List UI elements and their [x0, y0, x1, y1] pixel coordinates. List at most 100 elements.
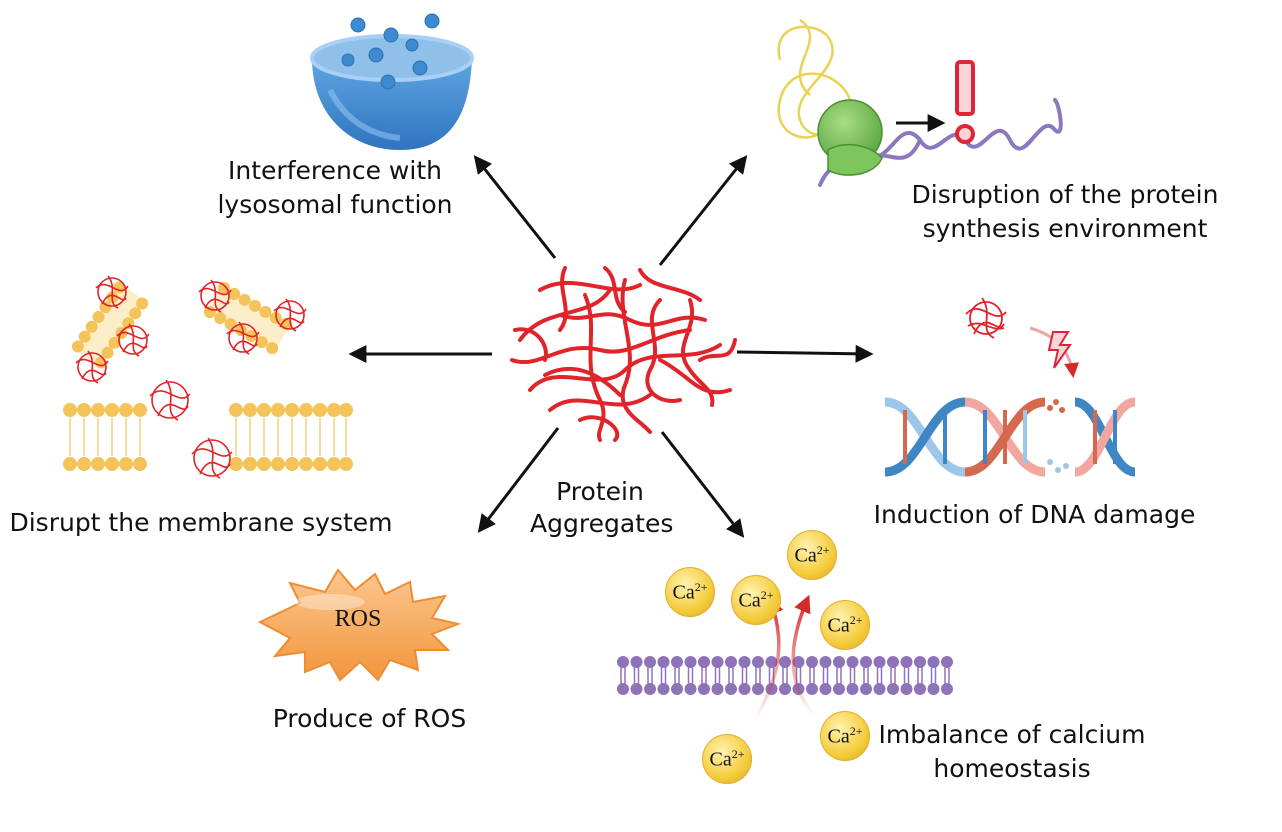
lipid-head	[617, 683, 629, 695]
lipid-head	[833, 656, 845, 668]
mini-aggregate	[191, 437, 233, 479]
mini-aggregate	[116, 323, 150, 357]
lipid-head	[819, 656, 832, 668]
lipid-head	[819, 683, 832, 695]
lipid-head	[846, 656, 859, 668]
lysosome-icon	[310, 13, 474, 150]
membrane-disruption-icon	[63, 275, 353, 479]
arrow-to-ros	[477, 427, 560, 533]
calcium-ion-label: Ca2+	[827, 723, 863, 748]
lipid-head	[900, 656, 913, 668]
lysosome-label: Interference with lysosomal function	[200, 154, 470, 222]
lipid-head	[738, 683, 751, 695]
lipid-head	[752, 656, 764, 668]
lipid-head	[927, 656, 940, 668]
dna-label: Induction of DNA damage	[862, 498, 1207, 532]
dna-damage-icon	[884, 297, 1137, 477]
lipid-head	[617, 656, 629, 668]
lipid-head	[806, 656, 818, 668]
lipid-head	[684, 656, 697, 668]
mini-aggregate	[75, 350, 109, 384]
lipid-head	[711, 656, 724, 668]
center-label: Protein Aggregates	[530, 476, 673, 540]
lipid-head	[657, 656, 670, 668]
lipid-head	[725, 656, 737, 668]
mini-aggregate	[198, 279, 232, 313]
membrane-label-line1: Disrupt the membrane system	[9, 508, 393, 537]
lipid-head	[846, 683, 859, 695]
lipid-head	[833, 683, 845, 695]
lipid-head	[738, 656, 751, 668]
calcium-ion-charge: 2+	[816, 542, 830, 557]
calcium-ion-icon: Ca2+	[820, 600, 870, 650]
lipid-head	[752, 683, 764, 695]
lysosome-label-line1: Interference with	[228, 156, 442, 185]
arrow-to-lysosome	[473, 155, 557, 259]
lipid-head	[914, 656, 926, 668]
lysosome-label-line2: lysosomal function	[217, 190, 453, 219]
lipid-head	[941, 683, 953, 695]
calcium-ion-charge: 2+	[731, 746, 745, 761]
ros-label: Produce of ROS	[262, 702, 477, 736]
mini-aggregate	[149, 379, 191, 421]
calcium-ion-label: Ca2+	[709, 746, 745, 771]
lipid-head	[630, 656, 643, 668]
lipid-head	[779, 656, 791, 668]
calcium-ion-label: Ca2+	[672, 579, 708, 604]
calcium-ion-icon: Ca2+	[820, 711, 870, 761]
arrow-to-calcium	[660, 431, 745, 538]
lipid-head	[873, 683, 886, 695]
calcium-ion-charge: 2+	[760, 587, 774, 602]
arrow-to-dna	[736, 344, 874, 363]
lipid-head	[684, 683, 697, 695]
lipid-head	[644, 683, 656, 695]
protein-aggregate-icon	[510, 266, 737, 442]
calcium-ion-icon: Ca2+	[665, 567, 715, 617]
mini-aggregate	[226, 321, 260, 355]
ros-badge-text: ROS	[334, 606, 382, 632]
dna-label-line1: Induction of DNA damage	[873, 500, 1196, 529]
calcium-ion-icon: Ca2+	[787, 530, 837, 580]
calcium-label: Imbalance of calcium homeostasis	[876, 718, 1148, 786]
membrane-label: Disrupt the membrane system	[6, 506, 396, 540]
lipid-head	[630, 683, 643, 695]
calcium-ion-charge: 2+	[694, 579, 708, 594]
lipid-head	[711, 683, 724, 695]
lipid-head	[860, 656, 872, 668]
ribosome-icon	[777, 18, 1063, 187]
calcium-ion-label: Ca2+	[738, 587, 774, 612]
lipid-head	[927, 683, 940, 695]
calcium-label-line1: Imbalance of calcium	[878, 720, 1146, 749]
calcium-ion-label: Ca2+	[827, 612, 863, 637]
mini-aggregate	[95, 275, 129, 309]
arrow-to-protein-synthesis	[658, 155, 748, 266]
calcium-ion-charge: 2+	[849, 723, 863, 738]
lipid-head	[671, 683, 683, 695]
lipid-head	[806, 683, 818, 695]
lipid-head	[792, 656, 805, 668]
lipid-head	[765, 656, 778, 668]
alert-exclamation-icon	[955, 60, 975, 144]
protein-synthesis-label-line1: Disruption of the protein	[911, 180, 1219, 209]
lipid-head	[779, 683, 791, 695]
lipid-head	[873, 656, 886, 668]
lipid-head	[914, 683, 926, 695]
lipid-head	[887, 656, 899, 668]
lipid-head	[698, 656, 710, 668]
lipid-head	[860, 683, 872, 695]
lipid-head	[644, 656, 656, 668]
mini-aggregate	[273, 298, 307, 332]
lipid-head	[698, 683, 710, 695]
ros-burst-icon	[257, 568, 462, 682]
center-label-line1: Protein	[556, 477, 644, 506]
calcium-ion-charge: 2+	[849, 612, 863, 627]
lipid-head	[900, 683, 913, 695]
arrows	[348, 155, 874, 538]
lipid-head	[941, 656, 953, 668]
lipid-head	[887, 683, 899, 695]
calcium-ion-icon: Ca2+	[702, 734, 752, 784]
lipid-head	[657, 683, 670, 695]
lipid-head	[725, 683, 737, 695]
calcium-membrane-icon	[617, 594, 953, 721]
